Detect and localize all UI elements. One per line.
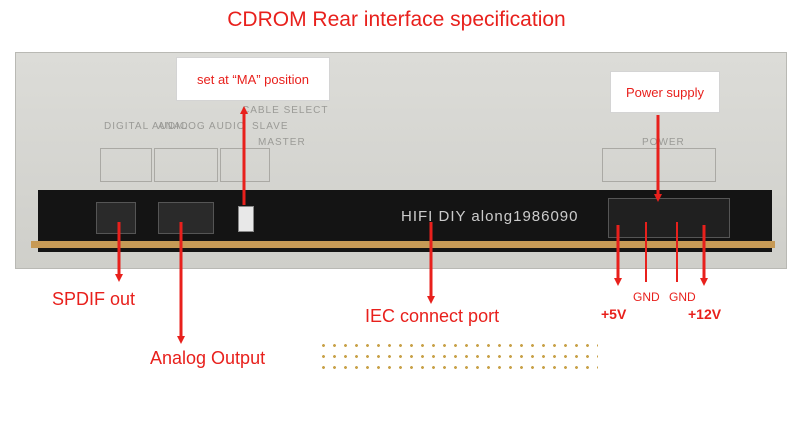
spdif-connector [96, 202, 136, 234]
master-slave-jumper [238, 206, 254, 232]
digital-audio-silkscreen-box [100, 148, 152, 182]
analog-audio-text: ANALOG AUDIO [158, 121, 246, 132]
diagram-title: CDROM Rear interface specification [227, 8, 566, 31]
ide-pin-header [318, 340, 598, 370]
jumper-callout: set at “MA” position [176, 57, 330, 101]
pcb-edge [31, 241, 775, 248]
digital-audio-text: DIGITAL AUDIO [104, 121, 189, 132]
iec-port-label: IEC connect port [365, 306, 500, 326]
gnd2-label: GND [669, 290, 696, 304]
plus5v-label: +5V [601, 306, 627, 322]
plus12v-label: +12V [688, 306, 722, 322]
analog-output-label: Analog Output [150, 348, 266, 368]
gnd1-label: GND [633, 290, 660, 304]
spdif-label: SPDIF out [52, 289, 136, 309]
power-text: POWER [642, 137, 685, 148]
power-callout: Power supply [610, 71, 720, 113]
analog-audio-silkscreen-box [154, 148, 218, 182]
molex-power-connector [608, 198, 730, 238]
slave-text: SLAVE [252, 121, 289, 132]
watermark: HIFI DIY along1986090 [401, 208, 579, 225]
master-text: MASTER [258, 137, 306, 148]
cable-select-text: CABLE SELECT [242, 105, 329, 116]
analog-audio-connector [158, 202, 214, 234]
